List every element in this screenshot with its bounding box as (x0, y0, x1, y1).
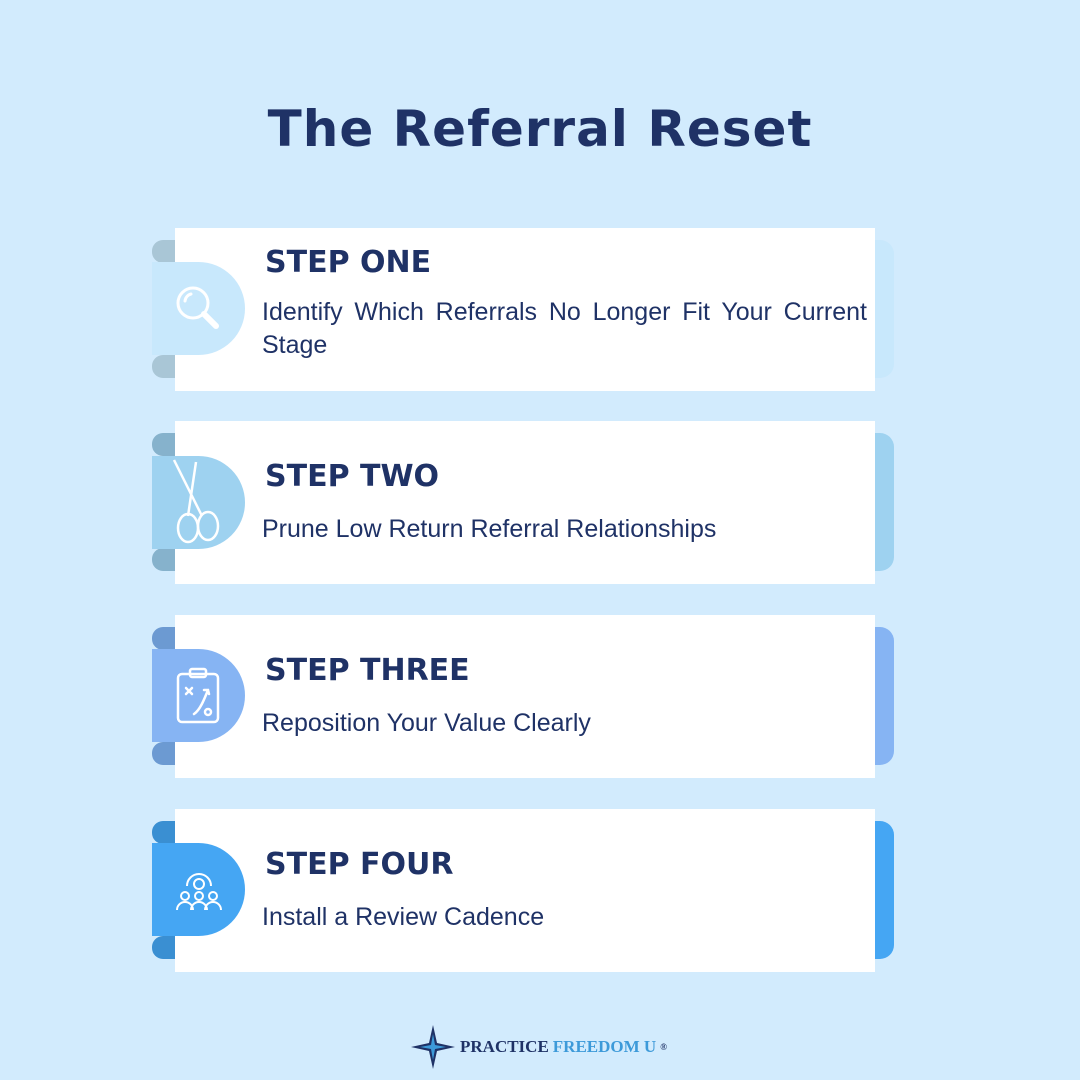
step-description: Prune Low Return Referral Relationships (262, 515, 717, 543)
step-heading: STEP ONE (265, 245, 432, 280)
registered-mark: ® (660, 1042, 667, 1052)
tab-nub (152, 936, 182, 959)
brand-logo: PRACTICE FREEDOM U® (410, 1024, 667, 1070)
card-body (175, 615, 875, 778)
strategy-clipboard-icon (152, 649, 245, 742)
logo-text-practice: PRACTICE (460, 1037, 549, 1056)
tab-nub (152, 240, 182, 263)
card-body (175, 421, 875, 584)
step-three-card: STEP THREE Reposition Your Value Clearly (152, 615, 894, 778)
card-body (175, 809, 875, 972)
step-heading: STEP FOUR (265, 847, 454, 882)
step-description: Install a Review Cadence (262, 903, 545, 931)
step-description: Reposition Your Value Clearly (262, 709, 591, 737)
team-gear-icon (152, 843, 245, 936)
step-heading: STEP TWO (265, 459, 440, 494)
logo-text-freedom: FREEDOM U (552, 1037, 657, 1056)
tab-nub (152, 742, 182, 765)
step-description: Identify Which Referrals No Longer Fit Y… (262, 298, 867, 359)
step-four-card: STEP FOUR Install a Review Cadence (152, 809, 894, 972)
scissors-icon (152, 456, 245, 549)
tab-nub (152, 433, 182, 456)
tab-nub (152, 355, 182, 378)
step-two-card: STEP TWO Prune Low Return Referral Relat… (152, 421, 894, 584)
magnifier-icon (152, 262, 245, 355)
card-body (175, 228, 875, 391)
tab-nub (152, 821, 182, 844)
tab-nub (152, 548, 182, 571)
step-heading: STEP THREE (265, 653, 470, 688)
tab-nub (152, 627, 182, 650)
page-title: The Referral Reset (267, 100, 813, 158)
compass-star-icon (411, 1025, 455, 1069)
step-one-card: STEP ONE Identify Which Referrals No Lon… (152, 228, 894, 391)
